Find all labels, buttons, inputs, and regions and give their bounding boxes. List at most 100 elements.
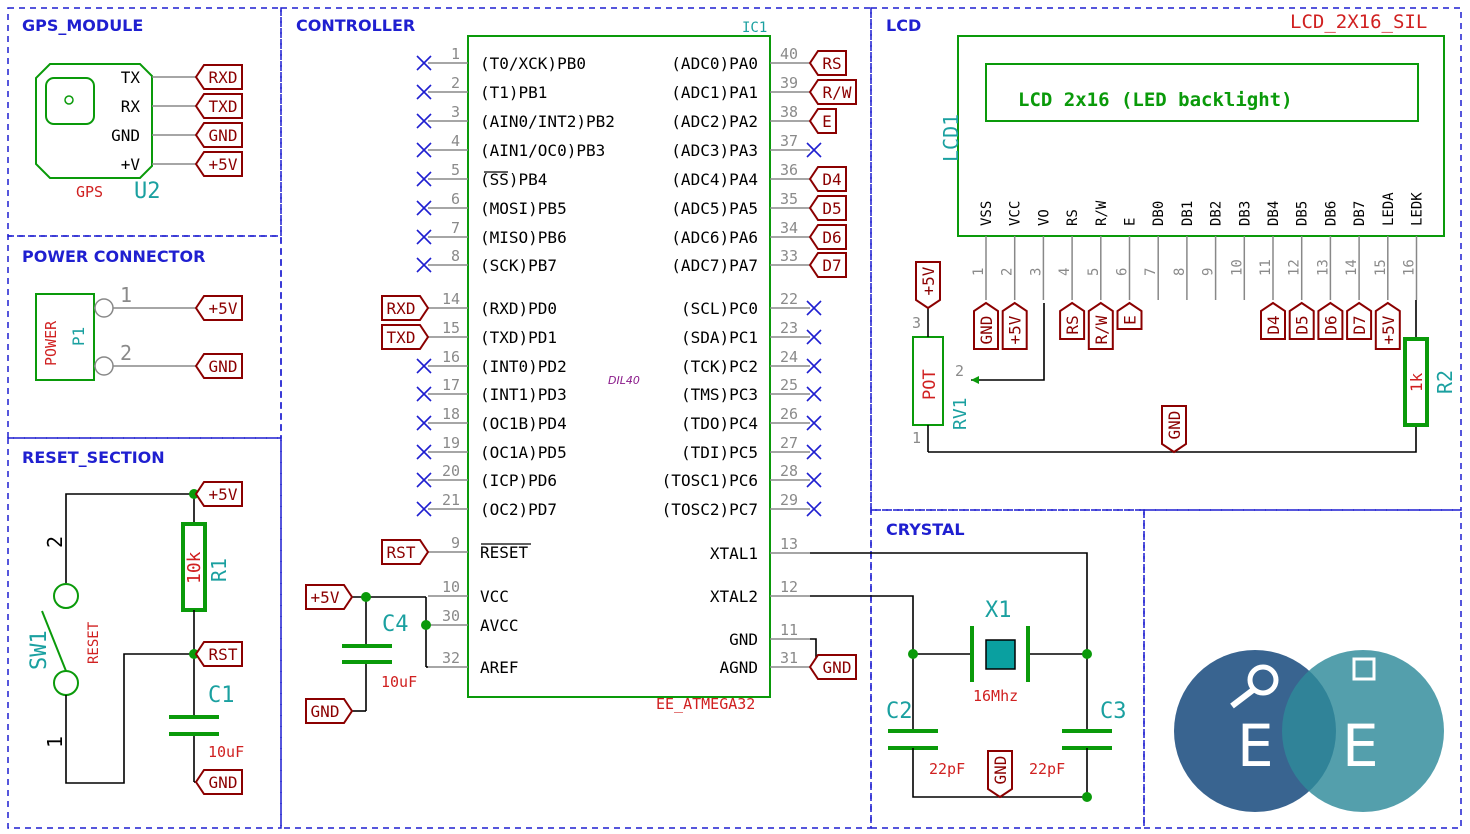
controller-section-title: CONTROLLER: [296, 16, 415, 35]
power-pin-1: 1: [120, 283, 132, 307]
lcd-screen-text: LCD 2x16 (LED backlight): [1018, 89, 1293, 111]
lcd-pin-name: DB4: [1266, 201, 1282, 226]
mcu-pin-number: 19: [442, 434, 460, 452]
lcd-net-gnd: GND: [973, 301, 999, 350]
mcu-net-e-text: E: [822, 112, 832, 131]
mcu-pin-number: 9: [451, 534, 460, 552]
lcd-pin-number: 6: [1115, 268, 1131, 276]
crystal-net-gnd: GND: [987, 750, 1013, 799]
lcd-pin-number: 10: [1229, 259, 1245, 276]
mcu-pin-number: 20: [442, 462, 460, 480]
mcu-net-gnd: GND: [808, 654, 857, 680]
mcu-pin-name: (OC1A)PD5: [480, 443, 567, 462]
power-connector: 1 2 POWER P1: [35, 283, 196, 381]
lcd-pin-rs: RS4: [1057, 209, 1081, 300]
lcd-pin-number: 8: [1172, 268, 1188, 276]
mcu-net-txd-text: TXD: [387, 328, 416, 347]
lcd-pin-vcc: VCC 2: [1000, 201, 1024, 300]
no-connect-icon: [416, 257, 432, 273]
mcu-decoupling-cap-value: 10uF: [381, 673, 417, 691]
gps-ref: U2: [134, 179, 161, 204]
mcu-net-txd: TXD: [381, 324, 430, 350]
lcd-pin-number: 4: [1057, 268, 1073, 276]
no-connect-icon: [416, 358, 432, 374]
mcu-pin-ain1-oc0-pb3: 4(AIN1/OC0)PB3: [416, 132, 605, 160]
mcu-pin-name: VCC: [480, 587, 509, 606]
mcu-pin-number: 24: [780, 348, 798, 366]
power-value: POWER: [42, 320, 60, 366]
chip-icon: [1352, 657, 1376, 681]
lcd-net-gnd-text: GND: [977, 316, 996, 345]
mcu-pin-name: (RXD)PD0: [480, 299, 557, 318]
mcu-net-rs-text: RS: [822, 54, 841, 73]
mcu-pin-ain0-int2-pb2: 3(AIN0/INT2)PB2: [416, 103, 615, 131]
mcu-pin-adc6-pa6: 34(ADC6)PA6: [671, 219, 810, 247]
mcu-pin-name: AREF: [480, 658, 519, 677]
mcu-pin-number: 34: [780, 219, 798, 237]
no-connect-icon: [416, 472, 432, 488]
no-connect-icon: [416, 415, 432, 431]
lcd-pin-number: 2: [1000, 268, 1016, 276]
gps-section-title: GPS_MODULE: [22, 16, 143, 35]
crystal-cap-c2-value: 22pF: [929, 760, 965, 778]
mcu-pin-name: (TXD)PD1: [480, 328, 557, 347]
mcu-pin-number: 29: [780, 491, 798, 509]
lcd-net-5v-text: +5V: [1379, 315, 1398, 344]
mcu-pin-tosc1-pc6: 28(TOSC1)PC6: [662, 462, 822, 490]
mcu-pin-number: 17: [442, 376, 460, 394]
gps-net-txd: TXD: [194, 93, 243, 119]
no-connect-icon: [416, 386, 432, 402]
lcd-pin-name: VCC: [1008, 201, 1024, 226]
mcu-pin-adc0-pa0: 40(ADC0)PA0: [671, 45, 810, 73]
lcd-net-5v-text: +5V: [1006, 315, 1025, 344]
mcu-pin-number: 28: [780, 462, 798, 480]
mcu-pin-number: 7: [451, 219, 460, 237]
lcd-pin-name: VSS: [979, 201, 995, 226]
logo-frame: [1143, 509, 1462, 829]
lcd-part-name: LCD_2X16_SIL: [1290, 11, 1427, 33]
mcu-pin-name: RESET: [480, 543, 529, 562]
brand-logo: E E: [1174, 650, 1444, 812]
section-frames: [7, 7, 1462, 829]
crystal-net-labels: GND: [987, 750, 1013, 799]
mcu-pin-number: 8: [451, 247, 460, 265]
mcu-footprint: DIL40: [608, 374, 640, 387]
lcd-pin-number: 12: [1287, 259, 1303, 276]
mcu-pin-number: 4: [451, 132, 460, 150]
mcu-decoupling-cap-ref: C4: [382, 612, 409, 637]
mcu-pin-name: (MOSI)PB5: [480, 199, 567, 218]
reset-net-rst-text: RST: [209, 645, 238, 664]
mcu-pin-number: 26: [780, 405, 798, 423]
mcu-pin-number: 12: [780, 578, 798, 596]
lcd-net-rs-text: RS: [1063, 315, 1082, 334]
mcu-pin-name: (ICP)PD6: [480, 471, 557, 490]
lcd-net-r-w: R/W: [1087, 301, 1114, 350]
backlight-resistor-ref: R2: [1433, 370, 1457, 394]
no-connect-icon: [416, 142, 432, 158]
controller-ic: IC1 DIL40 EE_ATMEGA32: [467, 20, 771, 713]
mcu-pin-number: 33: [780, 247, 798, 265]
power-ref: P1: [69, 327, 88, 346]
lcd-pin-name: LEDA: [1381, 192, 1397, 226]
mcu-net-rxd: RXD: [381, 295, 430, 321]
lcd-pin-number: 16: [1402, 259, 1418, 276]
mcu-pin-number: 35: [780, 190, 798, 208]
lcd-net-rs: RS: [1059, 301, 1086, 340]
mcu-pin-number: 13: [780, 535, 798, 553]
crystal-value: 16Mhz: [973, 687, 1018, 705]
logo-letter-left: E: [1237, 712, 1274, 780]
mcu-pin-name: (SCK)PB7: [480, 256, 557, 275]
mcu-pin-name: (T0/XCK)PB0: [480, 54, 586, 73]
mcu-pin-sck-pb7: 8 (SCK)PB7: [416, 247, 557, 275]
mcu-pin-number: 3: [451, 103, 460, 121]
gps-net-gnd-text: GND: [209, 126, 238, 145]
lcd-pin-e: E6: [1115, 218, 1139, 300]
